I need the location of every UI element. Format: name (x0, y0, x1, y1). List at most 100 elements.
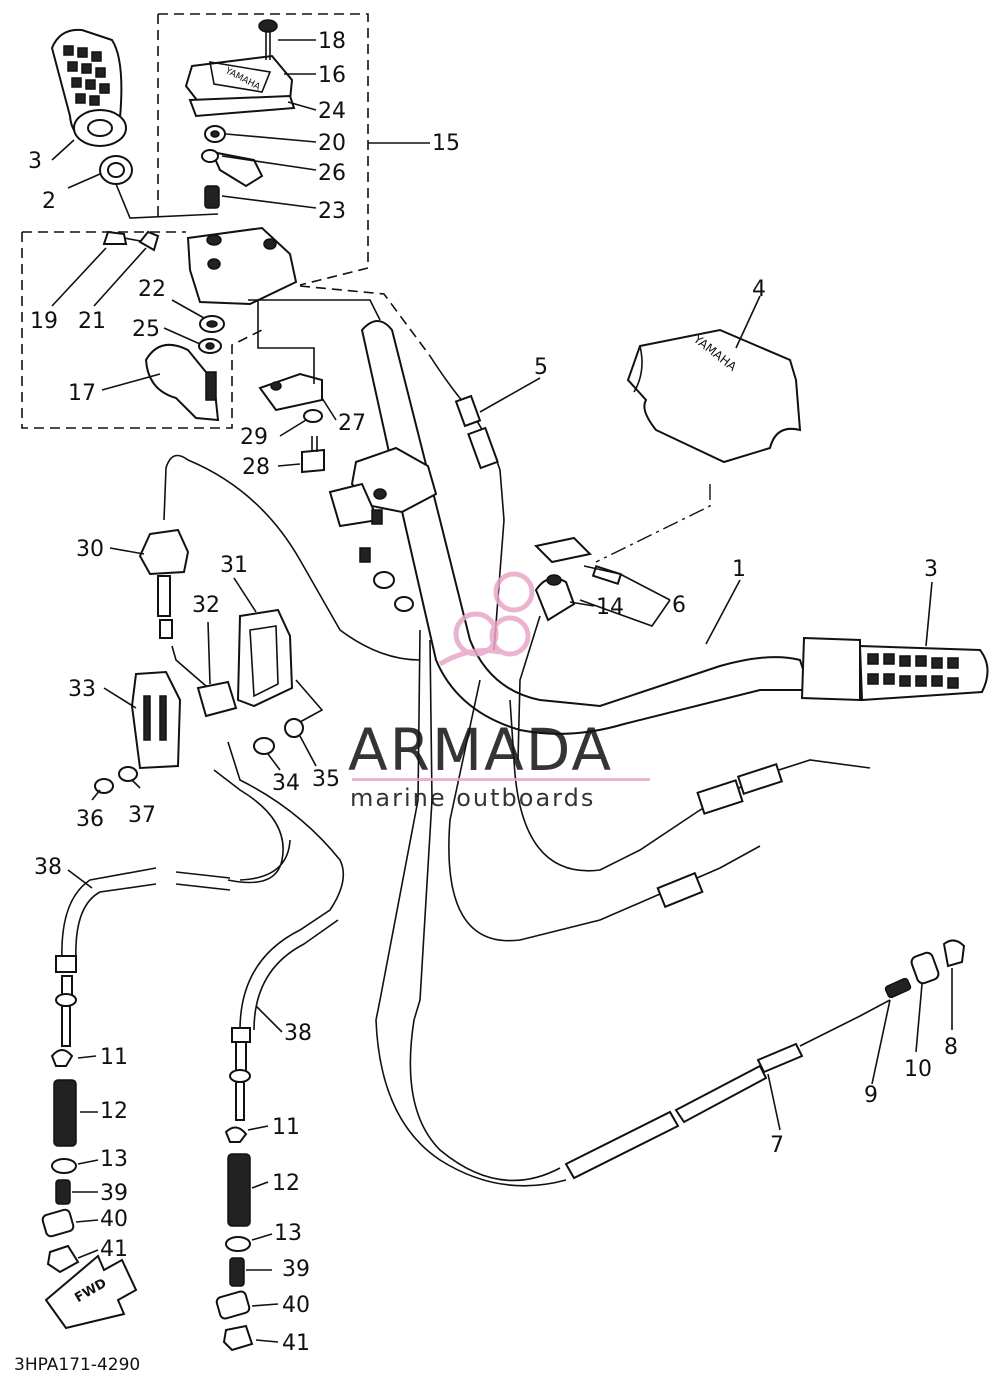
grip-left (50, 28, 127, 147)
washer-29 (303, 409, 323, 423)
washer-25 (198, 338, 222, 354)
label-12-mid: 12 (272, 1171, 300, 1196)
leader-9 (871, 999, 891, 1085)
clamp-27 (258, 372, 323, 412)
cable-38-left-inner (75, 883, 157, 961)
label-21: 21 (78, 309, 106, 334)
label-31: 31 (220, 553, 248, 578)
leader-1 (705, 579, 741, 645)
leader-34 (267, 753, 281, 771)
bracket-6 (533, 536, 623, 586)
leader-28 (277, 463, 301, 467)
label-20: 20 (318, 131, 346, 156)
nut-20 (204, 125, 226, 143)
leader-27 (321, 397, 337, 421)
label-1: 1 (732, 557, 746, 582)
leader-17 (101, 373, 161, 391)
leader-31-to-35 (295, 679, 324, 723)
part-31 (236, 608, 294, 708)
label-40-left: 40 (100, 1207, 128, 1232)
leader-3-left (51, 139, 75, 161)
leader-2 (67, 173, 101, 189)
label-38-left: 38 (34, 855, 62, 880)
leader-35 (299, 735, 317, 767)
cable-38-left-outer (61, 867, 157, 961)
watermark: ARMADA marine outboards (348, 571, 650, 812)
screw-18 (258, 19, 278, 60)
label-17: 17 (68, 381, 96, 406)
leader-3-right (925, 581, 933, 647)
nut-21 (138, 230, 160, 252)
leader-22 (171, 299, 205, 319)
cable-38-mid-fittings (229, 1027, 251, 1121)
label-11-left: 11 (100, 1045, 128, 1070)
label-23: 23 (318, 199, 346, 224)
leader-37 (131, 779, 141, 789)
label-29: 29 (240, 425, 268, 450)
washer-37 (118, 766, 138, 782)
parts-stack-left (41, 1049, 80, 1274)
part-32 (196, 680, 238, 718)
leader-5 (479, 377, 541, 413)
part-labels: 18 16 24 15 20 26 23 3 2 19 21 22 25 17 … (28, 29, 958, 1356)
leader-26 (221, 155, 317, 171)
label-22: 22 (138, 277, 166, 302)
label-5: 5 (534, 355, 548, 380)
leader-23 (221, 195, 317, 209)
label-11-mid: 11 (272, 1115, 300, 1140)
cable-throttle-inner (375, 629, 567, 1187)
label-34: 34 (272, 771, 300, 796)
label-41-mid: 41 (282, 1331, 310, 1356)
cable-7 (564, 999, 891, 1180)
label-37: 37 (128, 803, 156, 828)
handlebar-1 (360, 320, 812, 735)
leader-10 (915, 983, 923, 1053)
leader-14 (569, 601, 595, 607)
housing-cover-16: YAMAHA (184, 54, 294, 106)
label-39-left: 39 (100, 1181, 128, 1206)
watermark-brand: ARMADA (348, 716, 613, 784)
leader-6 (579, 565, 671, 627)
leader-33 (103, 687, 137, 709)
collar-2 (99, 155, 133, 185)
label-16: 16 (318, 63, 346, 88)
label-13-left: 13 (100, 1147, 128, 1172)
label-41-left: 41 (100, 1237, 128, 1262)
label-39-mid: 39 (282, 1257, 310, 1282)
part-8 (942, 939, 966, 968)
bolt-28 (301, 436, 325, 474)
leader-31 (233, 577, 257, 613)
cable-38-mid-inner (253, 919, 339, 1031)
watermark-logo (438, 571, 535, 667)
label-4: 4 (752, 277, 766, 302)
part-30 (138, 528, 190, 639)
leader-21 (93, 247, 147, 307)
label-40-mid: 40 (282, 1293, 310, 1318)
watermark-tagline: marine outboards (350, 784, 595, 812)
leader-grip-axis (115, 183, 219, 219)
cable-adjuster-upper (696, 763, 784, 815)
label-26: 26 (318, 161, 346, 186)
label-10: 10 (904, 1057, 932, 1082)
screw-36 (94, 778, 114, 794)
part-33 (130, 670, 182, 770)
washer-22 (199, 315, 225, 333)
leader-housing-to-27 (257, 300, 315, 384)
label-38-mid: 38 (284, 1021, 312, 1046)
grip-right (800, 636, 989, 702)
label-12-left: 12 (100, 1099, 128, 1124)
leader-25 (163, 327, 201, 345)
cable-adjuster-lower (656, 871, 704, 909)
lever-bracket (328, 446, 438, 612)
leader-36 (91, 789, 101, 801)
leader-38-left (67, 869, 93, 889)
dash-cable-5-to-housing (299, 285, 431, 357)
label-35: 35 (312, 767, 340, 792)
cable-38-mid (227, 741, 345, 1031)
leader-38-mid (255, 1005, 283, 1033)
leaders-stack-left (72, 1055, 99, 1259)
label-28: 28 (242, 455, 270, 480)
leaders-stack-mid (246, 1125, 279, 1343)
chain-pad-to-bar (595, 484, 711, 563)
label-7: 7 (770, 1133, 784, 1158)
